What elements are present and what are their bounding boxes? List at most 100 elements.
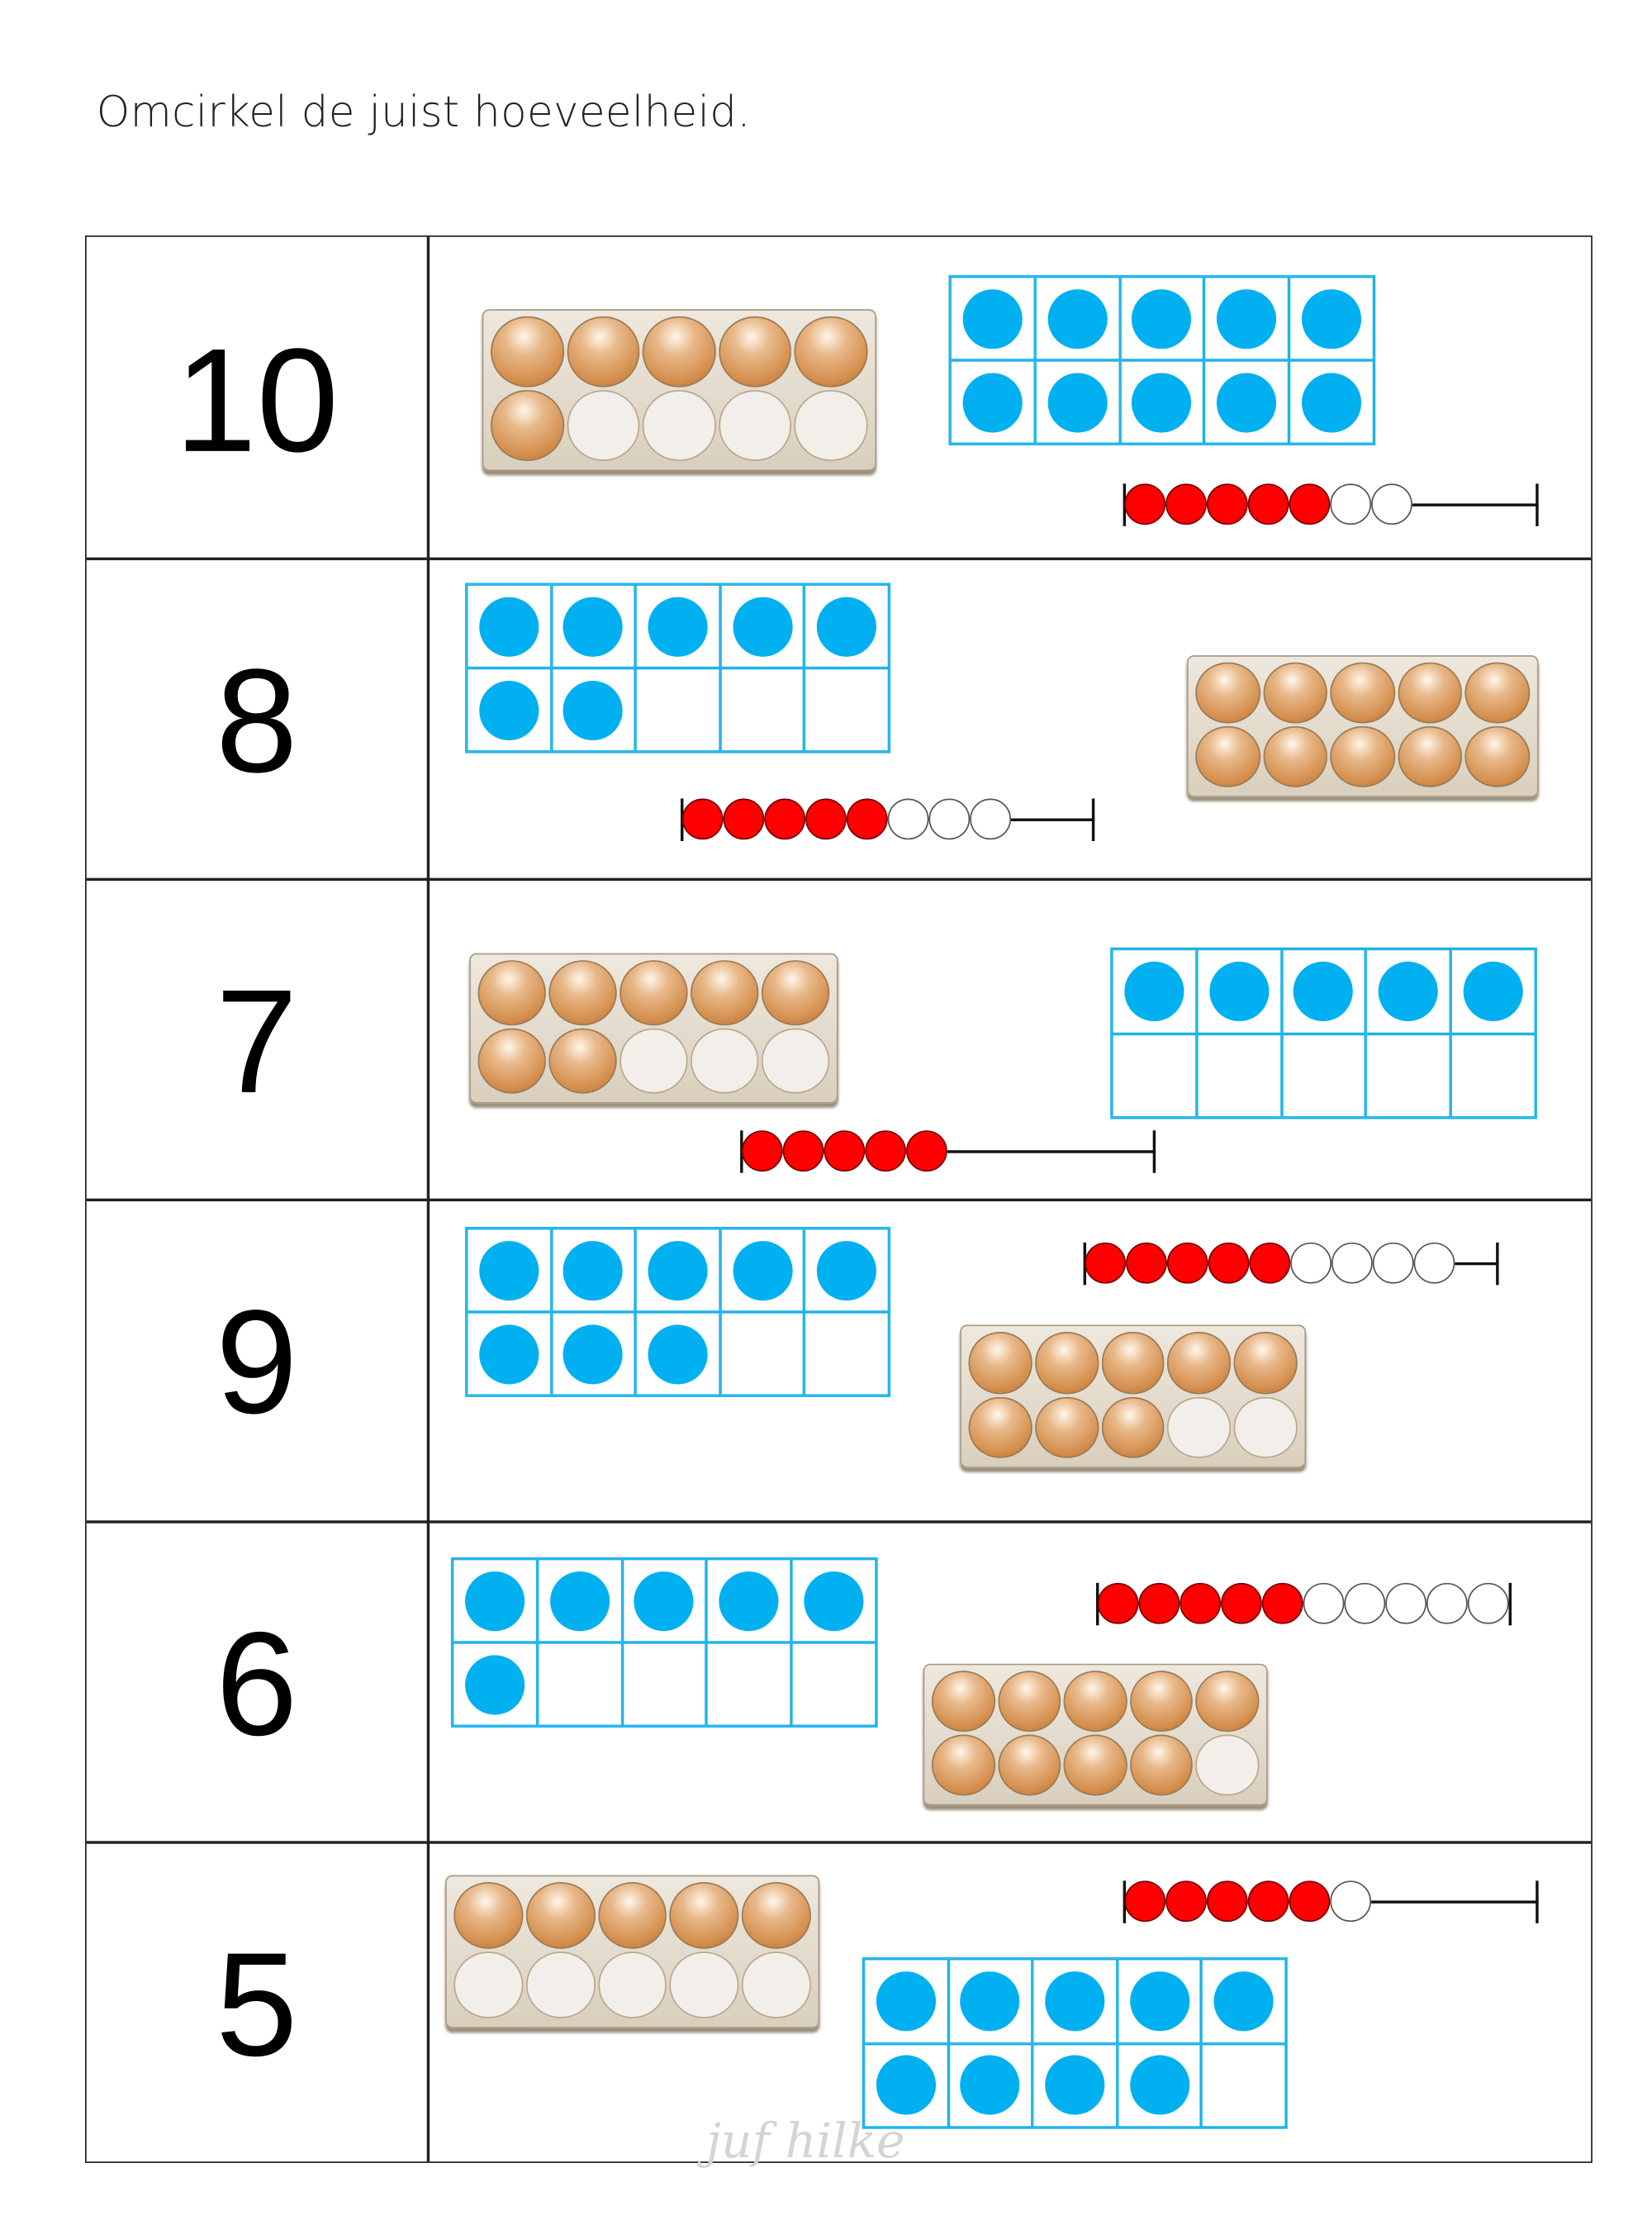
ten-frame-cell bbox=[719, 1228, 805, 1312]
egg bbox=[1398, 725, 1463, 787]
egg-carton[interactable] bbox=[960, 1324, 1307, 1468]
red-bead bbox=[1165, 1880, 1207, 1923]
red-bead bbox=[681, 798, 724, 840]
ten-frame-cell bbox=[947, 2042, 1033, 2128]
dot bbox=[478, 680, 539, 740]
ten-frame-cell bbox=[1111, 948, 1197, 1034]
bead-rod-end bbox=[1536, 483, 1539, 526]
dot bbox=[563, 596, 624, 656]
dot bbox=[817, 1240, 877, 1300]
ten-frame-cell bbox=[1281, 948, 1366, 1034]
ten-frame-cell bbox=[1034, 276, 1120, 361]
red-bead bbox=[1206, 1880, 1248, 1923]
white-bead bbox=[1303, 1582, 1345, 1624]
dot bbox=[732, 1240, 792, 1300]
dot bbox=[1379, 961, 1439, 1021]
egg bbox=[742, 1882, 811, 1949]
empty-egg-slot bbox=[1195, 1734, 1260, 1796]
red-bead bbox=[1247, 1880, 1289, 1923]
red-bead bbox=[1289, 1880, 1331, 1923]
bead-string[interactable] bbox=[1096, 1582, 1512, 1626]
white-bead bbox=[1344, 1582, 1386, 1624]
egg bbox=[1465, 725, 1531, 787]
ten-frame-cell bbox=[791, 1642, 876, 1727]
ten-frame-cell bbox=[805, 1228, 890, 1312]
ten-frame-cell bbox=[1365, 948, 1451, 1034]
egg-carton[interactable] bbox=[482, 309, 876, 471]
row-number: 10 bbox=[174, 319, 339, 484]
ten-frame[interactable] bbox=[948, 275, 1376, 446]
ten-frame[interactable] bbox=[862, 1957, 1288, 2129]
empty-egg-slot bbox=[620, 1028, 688, 1094]
dot bbox=[478, 596, 539, 656]
egg bbox=[1101, 1396, 1165, 1458]
ten-frame-cell bbox=[805, 1311, 890, 1396]
dot bbox=[1217, 288, 1277, 349]
ten-frame-cell bbox=[1289, 276, 1374, 361]
dot bbox=[1132, 288, 1192, 349]
ten-frame-cell bbox=[551, 668, 636, 752]
egg bbox=[490, 316, 564, 387]
dot bbox=[1294, 961, 1354, 1021]
ten-frame-cell bbox=[706, 1642, 792, 1727]
ten-frame[interactable] bbox=[465, 582, 891, 753]
egg bbox=[691, 960, 759, 1026]
ten-frame[interactable] bbox=[465, 1226, 891, 1397]
ten-frame-cell bbox=[1034, 360, 1120, 444]
dot bbox=[876, 2055, 936, 2116]
egg bbox=[997, 1671, 1061, 1733]
dot bbox=[1047, 288, 1108, 349]
egg bbox=[597, 1882, 667, 1949]
bead-string[interactable] bbox=[681, 798, 1095, 842]
ten-frame-cell bbox=[950, 360, 1035, 444]
ten-frame-cell bbox=[1201, 2042, 1287, 2128]
ten-frame[interactable] bbox=[450, 1557, 878, 1728]
dot bbox=[817, 596, 877, 656]
dot bbox=[1129, 2055, 1189, 2116]
ten-frame[interactable] bbox=[1110, 947, 1537, 1120]
ten-frame-cell bbox=[950, 276, 1035, 361]
bead-rod-end bbox=[1536, 1880, 1539, 1923]
ten-frame-cell bbox=[719, 584, 805, 668]
empty-egg-slot bbox=[742, 1951, 811, 2018]
red-bead bbox=[1261, 1582, 1303, 1624]
ten-frame-cell bbox=[551, 1228, 636, 1312]
red-bead bbox=[1124, 1880, 1166, 1923]
ten-frame-cell bbox=[1204, 360, 1289, 444]
bead-rod bbox=[1412, 503, 1539, 506]
dot bbox=[478, 1240, 539, 1300]
ten-frame-cell bbox=[1450, 1033, 1536, 1118]
egg bbox=[1195, 725, 1260, 787]
ten-frame-cell bbox=[1111, 1033, 1197, 1118]
ten-frame-cell bbox=[1117, 2042, 1202, 2128]
egg bbox=[1063, 1671, 1127, 1733]
egg-carton[interactable] bbox=[923, 1663, 1268, 1806]
dot bbox=[549, 1571, 610, 1631]
bead-string[interactable] bbox=[1123, 483, 1539, 526]
bead-string[interactable] bbox=[1123, 1880, 1539, 1923]
dot bbox=[563, 1324, 624, 1384]
dot bbox=[478, 1324, 539, 1384]
bead-rod bbox=[1011, 818, 1095, 821]
bead-string[interactable] bbox=[740, 1130, 1156, 1173]
dot bbox=[563, 680, 624, 740]
red-bead bbox=[1208, 1242, 1250, 1284]
bead-rod bbox=[1455, 1262, 1499, 1266]
ten-frame-cell bbox=[466, 1228, 552, 1312]
egg bbox=[968, 1396, 1032, 1458]
egg-carton[interactable] bbox=[1186, 655, 1539, 797]
egg bbox=[669, 1882, 739, 1949]
dot bbox=[962, 372, 1023, 432]
white-bead bbox=[1372, 1242, 1414, 1284]
egg-carton[interactable] bbox=[445, 1875, 820, 2028]
bead-rod bbox=[947, 1150, 1156, 1153]
empty-egg-slot bbox=[691, 1028, 759, 1094]
row-number: 8 bbox=[216, 639, 298, 805]
red-bead bbox=[741, 1130, 783, 1172]
egg bbox=[1262, 725, 1328, 787]
bead-string[interactable] bbox=[1083, 1242, 1499, 1286]
white-bead bbox=[887, 798, 929, 840]
egg-carton[interactable] bbox=[469, 953, 838, 1104]
dot bbox=[1302, 288, 1362, 349]
